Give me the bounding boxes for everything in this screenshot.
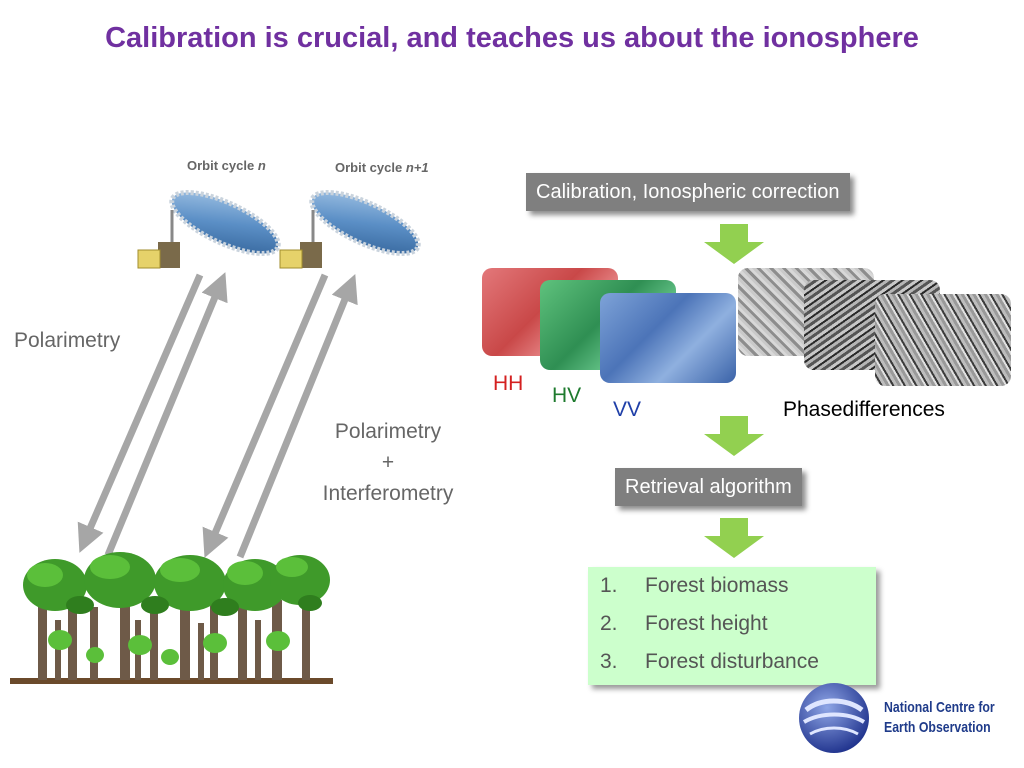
- forest-illustration: [10, 552, 333, 684]
- satellite-n1-icon: [279, 190, 421, 269]
- arrow-down-n: [77, 273, 204, 553]
- list-item: 2.Forest height: [600, 612, 768, 635]
- calibration-step-box: Calibration, Ionospheric correction: [526, 173, 850, 211]
- list-item: 3.Forest disturbance: [600, 650, 819, 673]
- arrow-down-n1: [202, 273, 329, 558]
- vv-image: [600, 293, 736, 383]
- retrieval-step-box: Retrieval algorithm: [615, 468, 802, 506]
- signal-arrows: [77, 272, 358, 559]
- down-arrow-icon: [704, 416, 764, 456]
- hv-label: HV: [552, 384, 582, 407]
- down-arrow-icon: [704, 224, 764, 264]
- nceo-logo-icon: [799, 683, 869, 753]
- arrow-up-n: [104, 272, 228, 557]
- hh-label: HH: [493, 372, 524, 395]
- polarimetry-label: Polarimetry: [14, 329, 121, 352]
- phase-label: Phasedifferences: [783, 398, 945, 421]
- down-arrow-icon: [704, 518, 764, 558]
- phase-image-3: [875, 294, 1011, 386]
- organization-name: National Centre for Earth Observation: [884, 699, 995, 736]
- polinsar-label: Polarimetry + Interferometry: [322, 420, 454, 505]
- orbit-label-n: Orbit cycle n: [187, 158, 266, 173]
- orbit-label-n1: Orbit cycle n+1: [335, 160, 429, 175]
- list-item: 1.Forest biomass: [600, 574, 789, 597]
- ground: [10, 678, 333, 684]
- satellite-n-icon: [137, 190, 281, 269]
- results-box: 1.Forest biomass 2.Forest height 3.Fores…: [588, 567, 876, 685]
- slide-title: Calibration is crucial, and teaches us a…: [105, 22, 919, 54]
- arrow-up-n1: [236, 274, 358, 559]
- vv-label: VV: [613, 398, 642, 421]
- satellites-illustration: [137, 190, 421, 269]
